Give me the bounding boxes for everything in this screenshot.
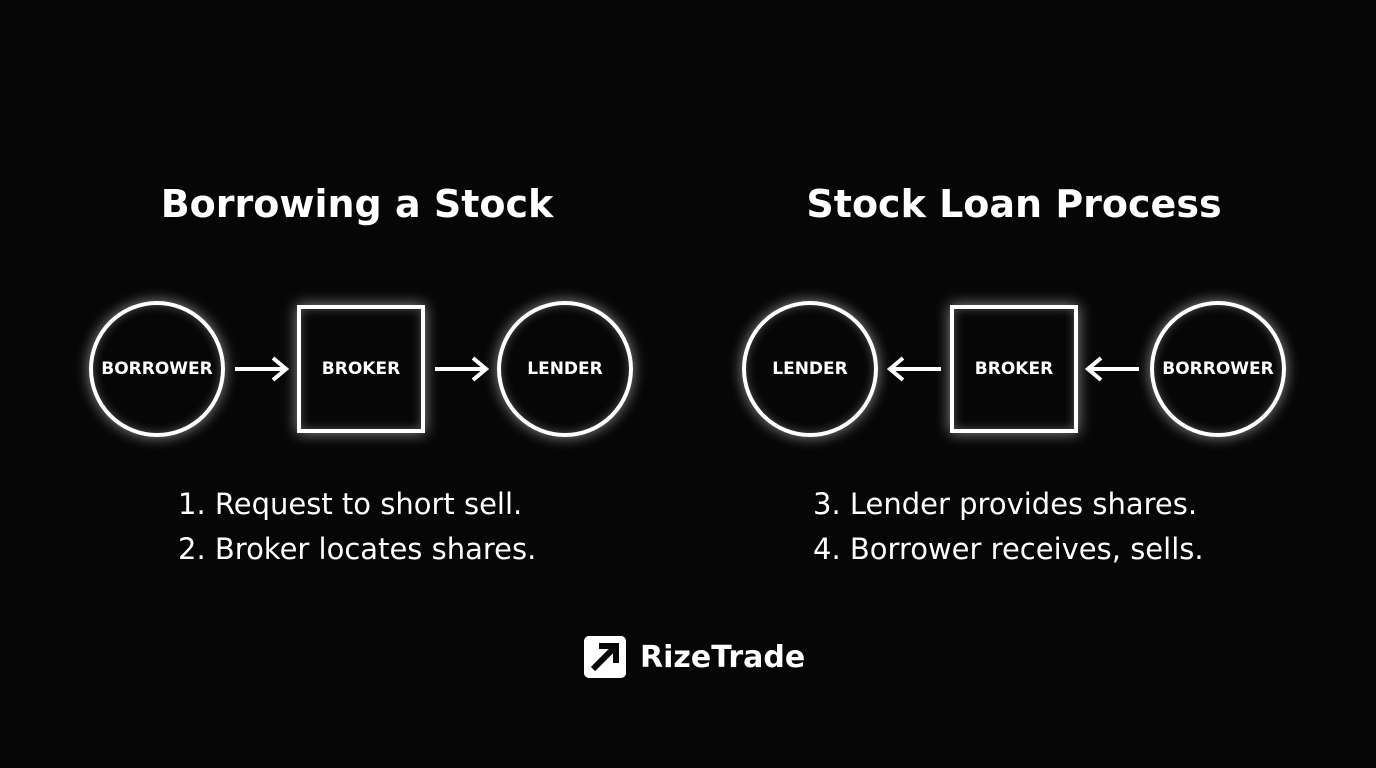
right-title: Stock Loan Process: [806, 182, 1222, 226]
left-borrower-node: BORROWER: [89, 301, 225, 437]
left-lender-node: LENDER: [497, 301, 633, 437]
left-steps: 1. Request to short sell. 2. Broker loca…: [178, 482, 536, 572]
step: 3. Lender provides shares.: [813, 487, 1198, 521]
right-lender-node: LENDER: [742, 301, 878, 437]
step: 4. Borrower receives, sells.: [813, 532, 1204, 566]
brand-logo: RizeTrade: [584, 636, 805, 678]
step: 1. Request to short sell.: [178, 487, 523, 521]
right-broker-node: BROKER: [950, 305, 1078, 433]
step: 2. Broker locates shares.: [178, 532, 537, 566]
right-arrow-icon: [235, 356, 289, 382]
brand-name: RizeTrade: [640, 639, 806, 675]
left-title: Borrowing a Stock: [160, 182, 554, 226]
right-steps: 3. Lender provides shares. 4. Borrower r…: [813, 482, 1204, 572]
right-arrow-icon: [435, 356, 489, 382]
left-arrow-icon: [1085, 356, 1139, 382]
arrow-up-right-logo-icon: [584, 636, 626, 678]
left-arrow-icon: [887, 356, 941, 382]
right-borrower-node: BORROWER: [1150, 301, 1286, 437]
left-broker-node: BROKER: [297, 305, 425, 433]
